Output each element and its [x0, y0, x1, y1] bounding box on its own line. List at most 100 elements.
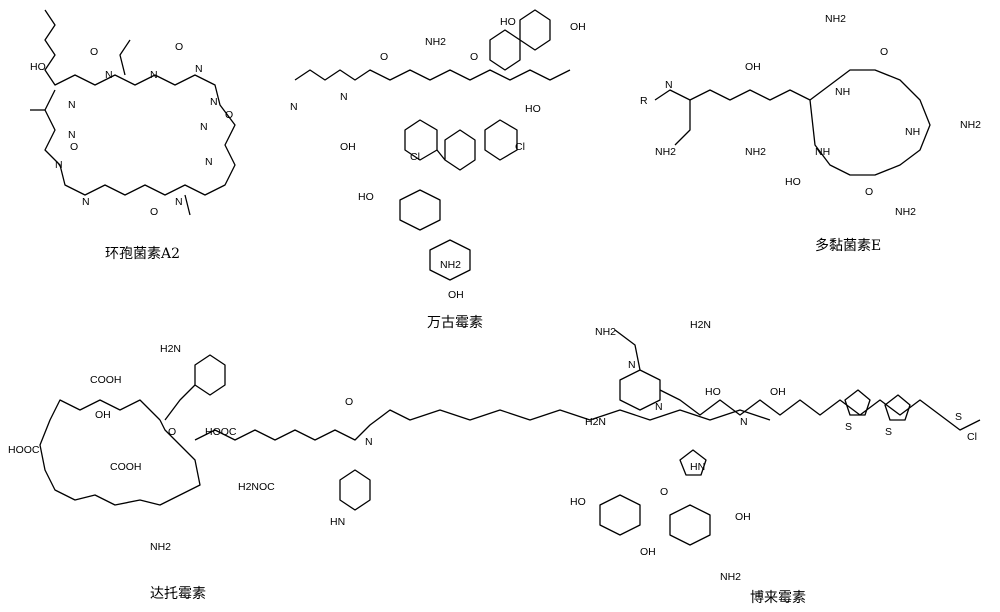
bond-sidechain: [119, 39, 131, 76]
atom-label: Cl: [410, 151, 420, 163]
atom-label: NH2: [595, 326, 616, 338]
bond-sidechain: [184, 194, 191, 216]
atom-label: HO: [525, 103, 541, 115]
atom-label: HN: [330, 516, 345, 528]
atom-label: NH2: [440, 259, 461, 271]
atom-label: NH2: [655, 146, 676, 158]
bond-chain: [654, 69, 931, 176]
atom-label: HO: [785, 176, 801, 188]
bond: [614, 329, 641, 371]
atom-label: O: [175, 41, 183, 53]
ring: [339, 469, 371, 511]
caption-polymyxin-e: 多黏菌素E: [815, 237, 881, 254]
atom-label: N: [195, 63, 203, 75]
atom-label: N: [68, 129, 76, 141]
bond: [436, 149, 446, 161]
atom-label: NH: [905, 126, 920, 138]
atom-label: N: [365, 436, 373, 448]
atom-label: O: [225, 109, 233, 121]
ring: [619, 369, 661, 411]
atom-label: O: [90, 46, 98, 58]
atom-label: NH2: [895, 206, 916, 218]
bond: [164, 384, 196, 421]
sugar-ring: [399, 189, 441, 231]
atom-label: N: [210, 96, 218, 108]
bond-chain: [44, 9, 236, 196]
atom-label: N: [150, 69, 158, 81]
atom-label: N: [200, 121, 208, 133]
atom-label: HO: [705, 386, 721, 398]
atom-label: HO: [570, 496, 586, 508]
atom-label: HO: [500, 16, 516, 28]
atom-label: H2NOC: [238, 481, 275, 493]
molecule-cyclosporin-a2: HO N N N N N N N N N N N O O O O O 环孢菌素A…: [30, 9, 236, 262]
atom-label: O: [880, 46, 888, 58]
atom-label: H2N: [690, 319, 711, 331]
atom-label: R: [640, 95, 648, 107]
atom-label: NH2: [960, 119, 981, 131]
bond-chain: [659, 389, 981, 431]
bond-chain: [294, 69, 571, 81]
atom-label: N: [68, 99, 76, 111]
atom-label: N: [740, 416, 748, 428]
bond-sidechain: [674, 100, 691, 146]
atom-label: OH: [770, 386, 786, 398]
atom-label: N: [175, 196, 183, 208]
atom-label: COOH: [110, 461, 142, 473]
atom-label: OH: [745, 61, 761, 73]
molecule-vancomycin: NH2 N N Cl Cl OH HO HO OH HO NH2 O O OH …: [290, 9, 586, 331]
atom-label: N: [655, 401, 663, 413]
sugar-ring: [599, 494, 641, 536]
ring: [484, 119, 518, 161]
atom-label: Cl: [967, 431, 977, 443]
thiazole-ring: [884, 394, 911, 421]
atom-label: O: [660, 486, 668, 498]
atom-label: OH: [448, 289, 464, 301]
bond-chain: [194, 409, 771, 441]
atom-label: COOH: [90, 374, 122, 386]
atom-label: N: [55, 159, 63, 171]
atom-label: OH: [340, 141, 356, 153]
atom-label: N: [340, 91, 348, 103]
atom-label: NH2: [745, 146, 766, 158]
atom-label: Cl: [515, 141, 525, 153]
atom-label: NH: [815, 146, 830, 158]
atom-label: N: [628, 359, 636, 371]
atom-label: O: [470, 51, 478, 63]
ring: [519, 9, 551, 51]
atom-label: N: [665, 79, 673, 91]
molecule-bleomycin: NH2 H2N H2N N N HO OH HN N S S S Cl O OH…: [570, 319, 981, 606]
caption-daptomycin: 达托霉素: [150, 586, 206, 602]
atom-label: OH: [735, 511, 751, 523]
ring: [444, 129, 476, 171]
atom-label: S: [955, 411, 962, 423]
atom-label: OH: [95, 409, 111, 421]
ring: [489, 29, 521, 71]
atom-label: OH: [570, 21, 586, 33]
atom-label: O: [150, 206, 158, 218]
atom-label: NH2: [720, 571, 741, 583]
atom-label: O: [380, 51, 388, 63]
atom-label: N: [105, 69, 113, 81]
atom-label: NH2: [825, 13, 846, 25]
atom-label: S: [845, 421, 852, 433]
molecule-polymyxin-e: NH2 R N NH2 NH2 OH HO NH2 NH2 NH NH NH O…: [640, 13, 981, 254]
atom-label: H2N: [585, 416, 606, 428]
atom-label: OH: [640, 546, 656, 558]
atom-label: O: [168, 426, 176, 438]
atom-label: O: [345, 396, 353, 408]
atom-label: H2N: [160, 343, 181, 355]
atom-label: N: [290, 101, 298, 113]
ring: [194, 354, 226, 396]
caption-cyclosporin: 环孢菌素A2: [105, 246, 180, 262]
caption-vancomycin: 万古霉素: [427, 315, 483, 331]
bond-macrocycle: [39, 399, 201, 506]
atom-label: S: [885, 426, 892, 438]
imidazole-ring: [679, 449, 707, 476]
atom-label: HO: [30, 61, 46, 73]
atom-label: O: [70, 141, 78, 153]
atom-label: NH2: [425, 36, 446, 48]
caption-bleomycin: 博来霉素: [750, 589, 806, 606]
atom-label: NH2: [150, 541, 171, 553]
